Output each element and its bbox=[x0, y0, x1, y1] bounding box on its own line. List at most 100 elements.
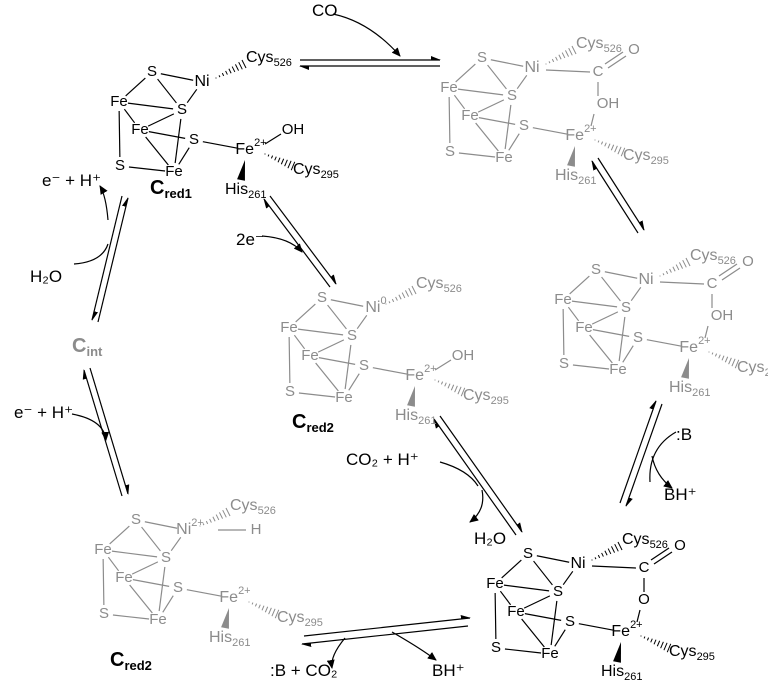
two-electron-label: 2e⁻ bbox=[236, 230, 264, 249]
cluster-bond bbox=[550, 600, 558, 646]
cluster-bond bbox=[572, 364, 610, 370]
cys295-label: Cys295 bbox=[277, 609, 323, 629]
state-cred2-bottom-label: Cred2 bbox=[110, 649, 152, 673]
cys526-label: Cys526 bbox=[230, 497, 276, 517]
bh-out-arrow-right bbox=[651, 455, 673, 489]
his261-label: His261 bbox=[209, 629, 250, 649]
state-labels: Cred1 Cint Cred2 Cred2 bbox=[72, 177, 334, 673]
bridging-oxygen: O bbox=[638, 591, 650, 608]
cluster-bond bbox=[162, 595, 174, 613]
cluster-bond bbox=[186, 88, 198, 104]
sulfur-atom: S bbox=[177, 101, 187, 118]
o-fe-bond bbox=[590, 113, 595, 127]
cluster-bond bbox=[102, 558, 105, 606]
cluster-bond bbox=[618, 316, 626, 362]
cluster-bond bbox=[128, 166, 166, 172]
sulfur-atom: S bbox=[285, 383, 295, 400]
cys295-label: Cys295 bbox=[463, 387, 509, 407]
nickel-atom: Ni bbox=[194, 73, 209, 90]
cys295-hashed-bond bbox=[248, 601, 280, 619]
cys526-label: Cys526 bbox=[622, 531, 668, 551]
sulfur-atom: S bbox=[591, 261, 601, 278]
cluster-bond bbox=[504, 648, 542, 654]
equilibrium-arrow-right-upper-forward bbox=[597, 157, 645, 231]
cluster-bond bbox=[131, 561, 159, 575]
sulfur-atom: S bbox=[347, 327, 357, 344]
cys526-label: Cys526 bbox=[246, 49, 292, 69]
sulfur-atom: S bbox=[173, 579, 183, 596]
his261-wedge-bond bbox=[221, 608, 229, 629]
carbon-atom: C bbox=[639, 559, 650, 576]
nickel-atom: Ni0 bbox=[365, 295, 386, 316]
cluster-bond bbox=[145, 136, 169, 166]
sulfur-atom: S bbox=[131, 511, 141, 528]
sulfur-atom: S bbox=[161, 549, 171, 566]
cluster-bond bbox=[478, 117, 516, 125]
cys295-label: Cys295 bbox=[623, 147, 669, 167]
cluster-bond bbox=[297, 328, 344, 336]
ni-c-bond bbox=[591, 565, 637, 569]
cluster-bond bbox=[567, 306, 580, 322]
cluster-bond bbox=[141, 526, 161, 552]
cluster-bond bbox=[494, 592, 497, 640]
sulfur-atom: S bbox=[559, 355, 569, 372]
cluster-bond bbox=[109, 525, 130, 545]
his261-label: His261 bbox=[395, 407, 436, 427]
his261-label: His261 bbox=[555, 167, 596, 187]
cluster-bond bbox=[356, 314, 368, 330]
equilibrium-arrow-right-lower-forward bbox=[625, 403, 663, 507]
nickel-atom: Ni bbox=[638, 271, 653, 288]
cys295-hashed-bond bbox=[708, 351, 740, 369]
carbonyl-oxygen: O bbox=[674, 537, 686, 554]
his261-label: His261 bbox=[601, 663, 642, 683]
sulfur-atom: S bbox=[491, 639, 501, 656]
o-fe-bond bbox=[636, 609, 641, 623]
cluster-bond bbox=[123, 108, 136, 124]
cluster-bond bbox=[107, 556, 120, 572]
equilibrium-arrow-left-lower-back bbox=[82, 369, 123, 497]
cluster-bond bbox=[499, 590, 512, 606]
co2-in-arrow bbox=[439, 461, 479, 487]
unique-iron-atom: Fe2+ bbox=[679, 335, 710, 356]
cluster-bond bbox=[344, 344, 352, 390]
equilibrium-arrow-bottom-back bbox=[301, 625, 469, 648]
unique-iron-atom: Fe2+ bbox=[235, 137, 266, 158]
hydroxide-ligand: OH bbox=[282, 121, 305, 138]
sulfur-atom: S bbox=[317, 289, 327, 306]
cluster-bond bbox=[591, 311, 619, 325]
cys526-label: Cys526 bbox=[416, 275, 462, 295]
cluster-bond bbox=[330, 299, 364, 307]
electron-proton-label-bottom: e⁻ + H⁺ bbox=[14, 403, 73, 422]
cluster-bond bbox=[554, 629, 566, 647]
his261-wedge-bond bbox=[237, 160, 245, 181]
cluster-bond bbox=[562, 308, 565, 356]
sulfur-atom: S bbox=[445, 143, 455, 160]
cluster-bond bbox=[490, 59, 524, 67]
nickel-atom: Ni bbox=[524, 59, 539, 76]
cluster-bond bbox=[178, 147, 190, 165]
sulfur-atom: S bbox=[621, 299, 631, 316]
water-label-center: H₂O bbox=[474, 529, 506, 548]
sulfur-atom: S bbox=[147, 63, 157, 80]
cluster-bond bbox=[288, 336, 291, 384]
sulfur-atom: S bbox=[189, 131, 199, 148]
cluster-bond bbox=[318, 357, 356, 365]
iron-atom: Fe bbox=[554, 291, 572, 308]
eh-in-arrow-bottom bbox=[71, 413, 110, 441]
iron-atom: Fe bbox=[301, 347, 319, 364]
cluster-bond bbox=[298, 392, 336, 398]
cluster-bond bbox=[295, 303, 316, 323]
his261-wedge-bond bbox=[407, 386, 415, 407]
unique-iron-atom: Fe2+ bbox=[611, 619, 642, 640]
iron-atom: Fe bbox=[131, 121, 149, 138]
co2-proton-label: CO₂ + H⁺ bbox=[346, 450, 419, 469]
carbonyl-oxygen: O bbox=[742, 253, 754, 270]
iron-atom: Fe bbox=[575, 319, 593, 336]
cluster-bond bbox=[536, 555, 570, 563]
cluster-bond bbox=[578, 623, 615, 631]
equilibrium-arrow-left-lower-forward bbox=[89, 367, 130, 495]
cluster-bond bbox=[532, 127, 569, 135]
sulfur-atom: S bbox=[565, 613, 575, 630]
